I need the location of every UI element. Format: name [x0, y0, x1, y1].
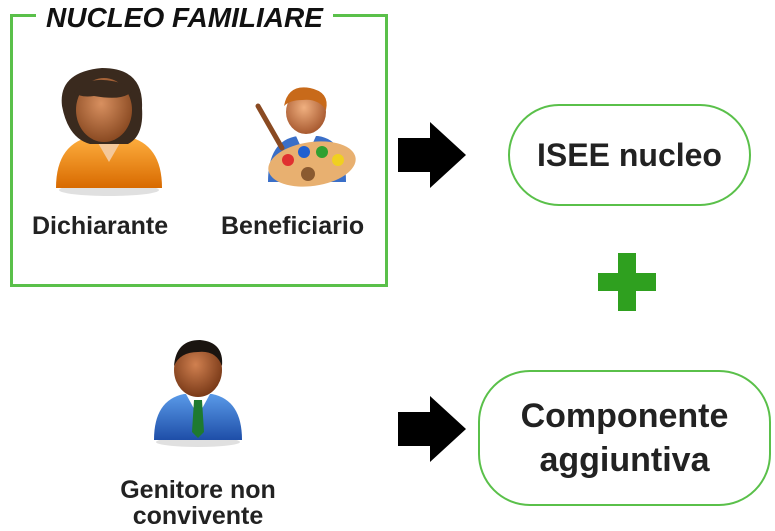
- isee-nucleo-box: ISEE nucleo: [508, 104, 751, 206]
- genitore-label-line1: Genitore non: [120, 476, 276, 504]
- componente-text-line1: Componente: [520, 397, 729, 435]
- woman-user-icon: [56, 68, 162, 196]
- beneficiario-label: Beneficiario: [221, 212, 365, 240]
- dichiarante-label: Dichiarante: [32, 212, 169, 240]
- componente-aggiuntiva-box: Componente aggiuntiva: [478, 370, 771, 506]
- genitore-label-line2: convivente: [132, 502, 264, 530]
- child-painter-icon: [255, 87, 356, 187]
- arrow-right-icon: [398, 396, 466, 462]
- arrow-right-icon: [398, 122, 466, 188]
- componente-text-line2: aggiuntiva: [539, 441, 710, 479]
- nucleo-familiare-title: NUCLEO FAMILIARE: [36, 2, 333, 34]
- plus-icon: [598, 253, 656, 311]
- man-user-icon: [154, 340, 242, 447]
- isee-nucleo-text: ISEE nucleo: [537, 136, 722, 173]
